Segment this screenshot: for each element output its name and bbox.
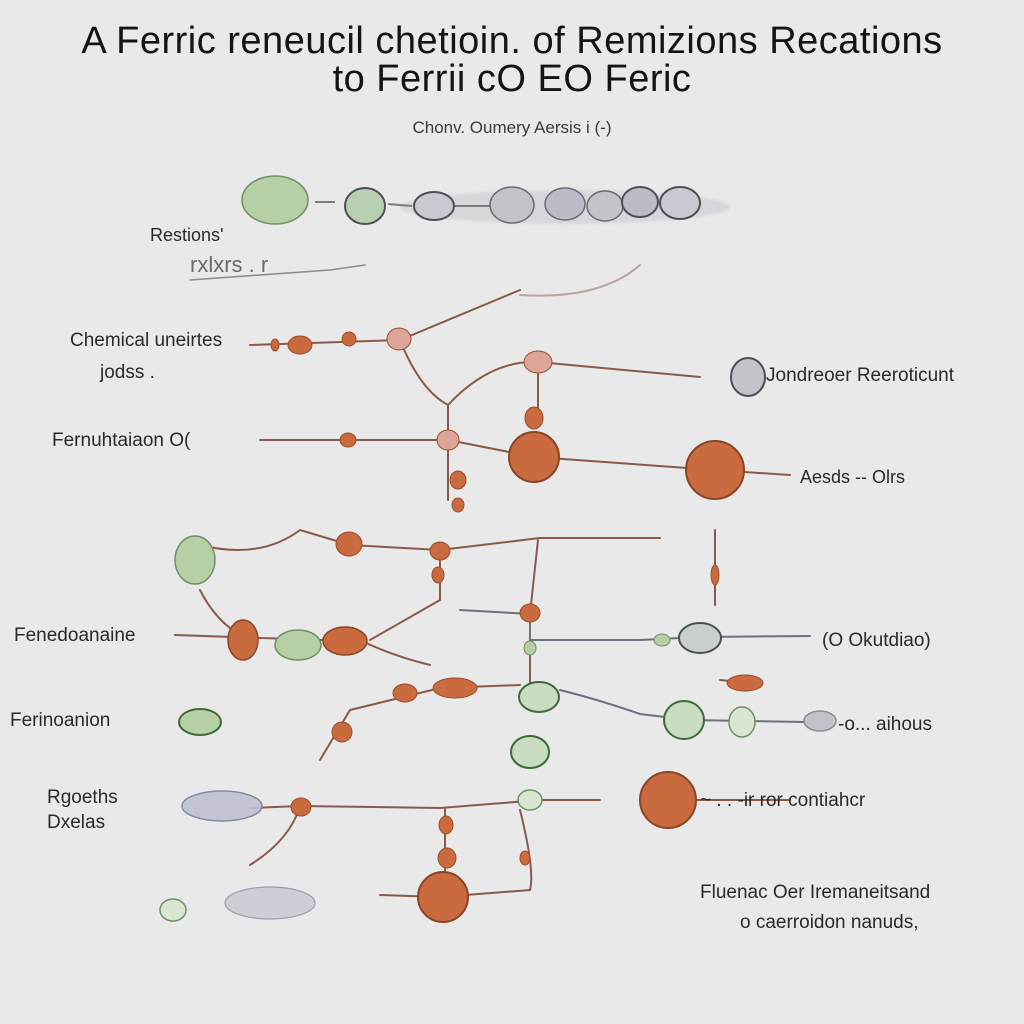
diagram-subtitle: Chonv. Oumery Aersis i (-)	[412, 118, 612, 137]
label-okutdiao: (O Okutdiao)	[822, 630, 931, 651]
small-node-icon	[432, 677, 478, 699]
label-chemical: Chemical uneirtes	[70, 330, 223, 351]
gray-molecule-icon	[803, 710, 837, 732]
label-rgoeths: Rgoeths	[47, 787, 118, 808]
small-node-icon	[726, 674, 764, 692]
label-jondreer: Jondreoer Reeroticunt	[766, 365, 954, 386]
gray-molecule-icon	[344, 187, 386, 225]
small-node-icon	[710, 564, 720, 586]
label-ror: ~ . . -ir ror contiahcr	[700, 790, 866, 811]
small-node-icon	[451, 497, 465, 513]
label-aihous: -o... aihous	[838, 714, 932, 735]
orange-molecule-icon	[417, 871, 469, 923]
small-node-icon	[431, 566, 445, 584]
small-node-group	[270, 327, 764, 869]
gray-molecule-icon	[413, 191, 455, 221]
label-fernuh: Fernuhtaiaon O(	[52, 430, 191, 451]
green-molecule-icon	[523, 640, 537, 656]
orange-molecule-icon	[685, 440, 745, 500]
small-node-icon	[429, 541, 451, 561]
small-node-icon	[449, 470, 467, 490]
small-node-icon	[290, 797, 312, 817]
small-node-icon	[519, 850, 531, 866]
gray-molecule-icon	[224, 886, 316, 920]
label-fenedo: Fenedoanaine	[14, 625, 136, 646]
green-molecule-icon	[663, 700, 705, 740]
orange-molecule-icon	[227, 619, 259, 661]
label-scribble: rxlxrs . r	[190, 252, 269, 277]
label-restions: Restions'	[150, 225, 224, 245]
small-node-icon	[392, 683, 418, 703]
label-ferinoanion: Ferinoanion	[10, 710, 111, 731]
small-node-icon	[436, 429, 460, 451]
gray-molecule-icon	[659, 186, 701, 220]
green-molecule-icon	[653, 633, 671, 647]
green-molecule-icon	[274, 629, 322, 661]
small-node-icon	[524, 406, 544, 430]
gray-molecule-icon	[730, 357, 766, 397]
gray-molecule-icon	[678, 622, 722, 654]
orange-molecule-icon	[639, 771, 697, 829]
gray-molecule-icon	[181, 790, 263, 822]
green-molecule-icon	[174, 535, 216, 585]
small-node-icon	[523, 350, 553, 374]
small-node-icon	[438, 815, 454, 835]
small-node-icon	[339, 432, 357, 448]
green-molecule-icon	[510, 735, 550, 769]
label-aesds: Aesds -- Olrs	[800, 467, 906, 487]
green-molecule-icon	[518, 681, 560, 713]
label-dxelas: Dxelas	[47, 812, 106, 833]
diagram-title-line-1: A Ferric reneucil chetioin. of Remizions…	[81, 20, 943, 62]
small-node-icon	[331, 721, 353, 743]
green-molecule-icon	[178, 708, 222, 736]
label-caorroidon: o caerroidon nanuds,	[740, 912, 919, 933]
small-node-icon	[437, 847, 457, 869]
small-node-icon	[287, 335, 313, 355]
orange-molecule-icon	[322, 626, 368, 656]
small-node-icon	[270, 338, 280, 352]
small-node-icon	[341, 331, 357, 347]
green-molecule-icon	[241, 175, 309, 225]
green-molecule-icon	[159, 898, 187, 922]
small-node-icon	[386, 327, 412, 351]
gray-molecule-icon	[544, 187, 586, 221]
small-node-icon	[519, 603, 541, 623]
gray-molecule-icon	[586, 190, 624, 222]
gray-molecule-icon	[489, 186, 535, 224]
diagram-title-line-2: to Ferrii cO EO Feric	[332, 58, 692, 100]
orange-molecule-icon	[508, 431, 560, 483]
small-node-icon	[335, 531, 363, 557]
label-fluenac: Fluenac Oer Iremaneitsand	[700, 882, 931, 903]
label-jodss: jodss .	[100, 362, 155, 383]
green-molecule-icon	[517, 789, 543, 811]
gray-molecule-icon	[621, 186, 659, 218]
green-molecule-icon	[728, 706, 756, 738]
